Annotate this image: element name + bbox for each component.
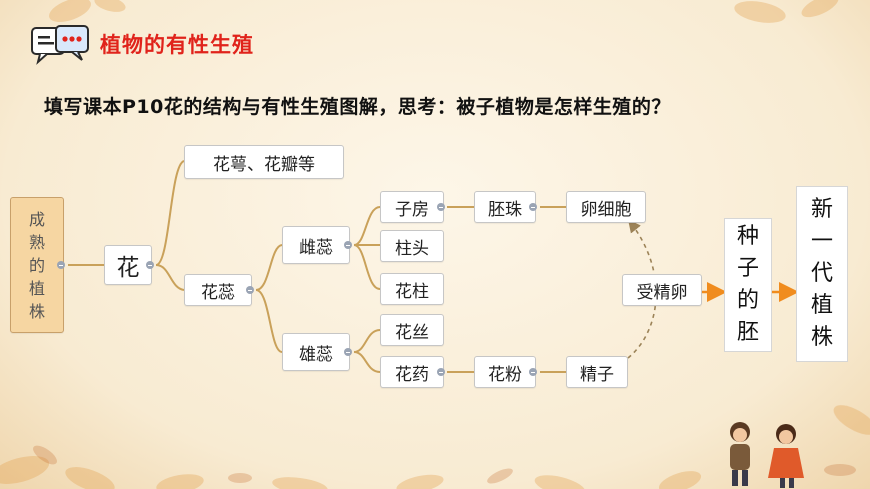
new-plant-char-4: 植	[810, 293, 833, 318]
node-pistil-stamen[interactable]: 花蕊	[184, 274, 252, 306]
node-ovule[interactable]: 胚珠	[474, 191, 536, 223]
node-stigma[interactable]: 柱头	[380, 230, 444, 262]
node-style[interactable]: 花柱	[380, 273, 444, 305]
node-sepal-petal[interactable]: 花萼、花瓣等	[184, 145, 344, 179]
collapse-toggle-icon[interactable]	[437, 203, 445, 211]
node-new-plant[interactable]: 新 一 代 植 株	[796, 186, 848, 362]
collapse-toggle-icon[interactable]	[437, 368, 445, 376]
node-fertilized-egg[interactable]: 受精卵	[622, 274, 702, 306]
node-egg-cell[interactable]: 卵细胞	[566, 191, 646, 223]
new-plant-char-2: 一	[810, 229, 833, 254]
root-char-4: 植	[28, 278, 45, 298]
node-sperm[interactable]: 精子	[566, 356, 628, 388]
node-stamen[interactable]: 雄蕊	[282, 333, 350, 371]
embryo-char-3: 的	[736, 288, 759, 313]
slide-title-bar: 植物的有性生殖	[30, 22, 254, 66]
node-mature-plant[interactable]: 成 熟 的 植 株	[10, 197, 64, 333]
new-plant-char-3: 代	[810, 261, 833, 286]
node-pistil[interactable]: 雌蕊	[282, 226, 350, 264]
collapse-toggle-icon[interactable]	[529, 203, 537, 211]
node-ovary[interactable]: 子房	[380, 191, 444, 223]
node-flower[interactable]: 花	[104, 245, 152, 285]
collapse-toggle-icon[interactable]	[344, 348, 352, 356]
instruction-text: 填写课本P10花的结构与有性生殖图解，思考：被子植物是怎样生殖的？	[44, 96, 671, 118]
root-char-2: 熟	[28, 232, 45, 252]
collapse-toggle-icon[interactable]	[344, 241, 352, 249]
collapse-toggle-icon[interactable]	[529, 368, 537, 376]
root-char-5: 株	[28, 301, 45, 321]
new-plant-char-5: 株	[810, 325, 833, 350]
node-anther[interactable]: 花药	[380, 356, 444, 388]
embryo-char-1: 种	[736, 224, 759, 249]
node-pollen[interactable]: 花粉	[474, 356, 536, 388]
root-char-3: 的	[28, 255, 45, 275]
node-seed-embryo[interactable]: 种 子 的 胚	[724, 218, 772, 352]
root-char-1: 成	[28, 209, 45, 229]
embryo-char-2: 子	[736, 256, 759, 281]
collapse-toggle-icon[interactable]	[246, 286, 254, 294]
collapse-toggle-icon[interactable]	[57, 261, 65, 269]
page-title: 植物的有性生殖	[100, 33, 254, 57]
children-illustration	[730, 422, 804, 488]
new-plant-char-1: 新	[810, 197, 833, 222]
chat-bubbles-icon	[31, 25, 89, 65]
embryo-char-4: 胚	[736, 320, 759, 345]
node-filament[interactable]: 花丝	[380, 314, 444, 346]
collapse-toggle-icon[interactable]	[146, 261, 154, 269]
